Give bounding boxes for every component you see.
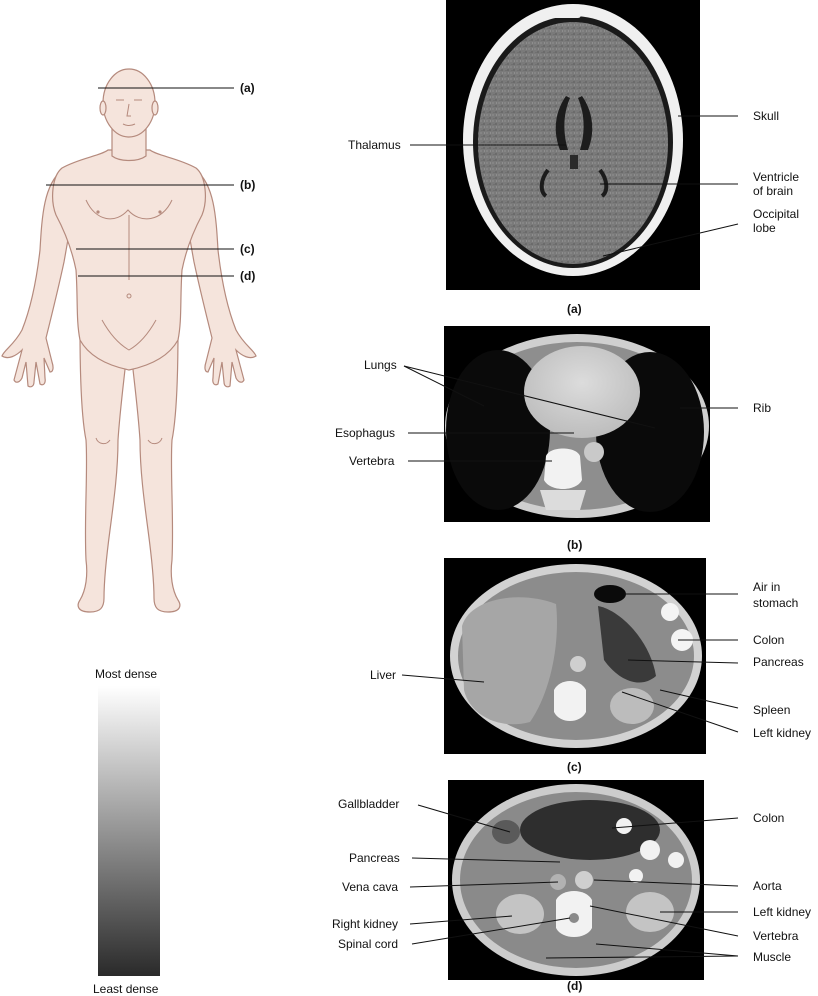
label-liver: Liver	[370, 668, 396, 682]
density-scale: Most dense Least dense	[93, 667, 160, 996]
caption-b: (b)	[567, 538, 582, 552]
caption-a: (a)	[567, 302, 582, 316]
label-muscle: Muscle	[753, 950, 791, 964]
ct-panel-a: Thalamus Skull Ventricle of brain Occipi…	[348, 0, 799, 316]
label-spleen: Spleen	[753, 703, 790, 717]
label-vertebra-b: Vertebra	[349, 454, 395, 468]
ct-panel-b: Lungs Rib Esophagus Vertebra (b)	[335, 326, 771, 552]
brain-tissue	[478, 22, 668, 264]
label-aorta: Aorta	[753, 879, 782, 893]
label-left-kidney-d: Left kidney	[753, 905, 811, 919]
label-rib: Rib	[753, 401, 771, 415]
label-gallbladder: Gallbladder	[338, 797, 399, 811]
label-skull: Skull	[753, 109, 779, 123]
caption-c: (c)	[567, 760, 582, 774]
label-vertebra-d: Vertebra	[753, 929, 799, 943]
label-colon-d: Colon	[753, 811, 784, 825]
density-top-label: Most dense	[95, 667, 157, 681]
heart	[524, 346, 640, 438]
stomach-air	[594, 585, 626, 603]
left-lung	[446, 350, 550, 510]
cut-label-a: (a)	[240, 81, 255, 95]
label-right-kidney: Right kidney	[332, 917, 398, 931]
ct-panel-d: Gallbladder Colon Pancreas Vena cava Aor…	[332, 780, 811, 993]
label-air-2: stomach	[753, 596, 798, 610]
label-occipital-2: lobe	[753, 221, 776, 235]
gallbladder	[492, 820, 520, 844]
label-left-kidney-c: Left kidney	[753, 726, 811, 740]
caption-d: (d)	[567, 979, 582, 993]
label-colon-c: Colon	[753, 633, 784, 647]
label-air-1: Air in	[753, 580, 780, 594]
label-pancreas-c: Pancreas	[753, 655, 804, 669]
cut-label-d: (d)	[240, 269, 255, 283]
density-gradient-bar	[98, 686, 160, 976]
label-ventricle-1: Ventricle	[753, 170, 799, 184]
label-esophagus: Esophagus	[335, 426, 395, 440]
label-thalamus: Thalamus	[348, 138, 401, 152]
label-lungs: Lungs	[364, 358, 397, 372]
label-occipital-1: Occipital	[753, 207, 799, 221]
label-vena-cava: Vena cava	[342, 880, 398, 894]
label-pancreas-d: Pancreas	[349, 851, 400, 865]
label-spinal-cord: Spinal cord	[338, 937, 398, 951]
cut-label-c: (c)	[240, 242, 255, 256]
body-illustration	[1, 68, 257, 613]
density-bottom-label: Least dense	[93, 982, 159, 996]
cut-lines: (a) (b) (c) (d)	[46, 81, 255, 283]
ct-panel-c: Air in stomach Colon Pancreas Liver Sple…	[370, 558, 811, 774]
cut-label-b: (b)	[240, 178, 255, 192]
label-ventricle-2: of brain	[753, 184, 793, 198]
liver	[462, 597, 557, 725]
